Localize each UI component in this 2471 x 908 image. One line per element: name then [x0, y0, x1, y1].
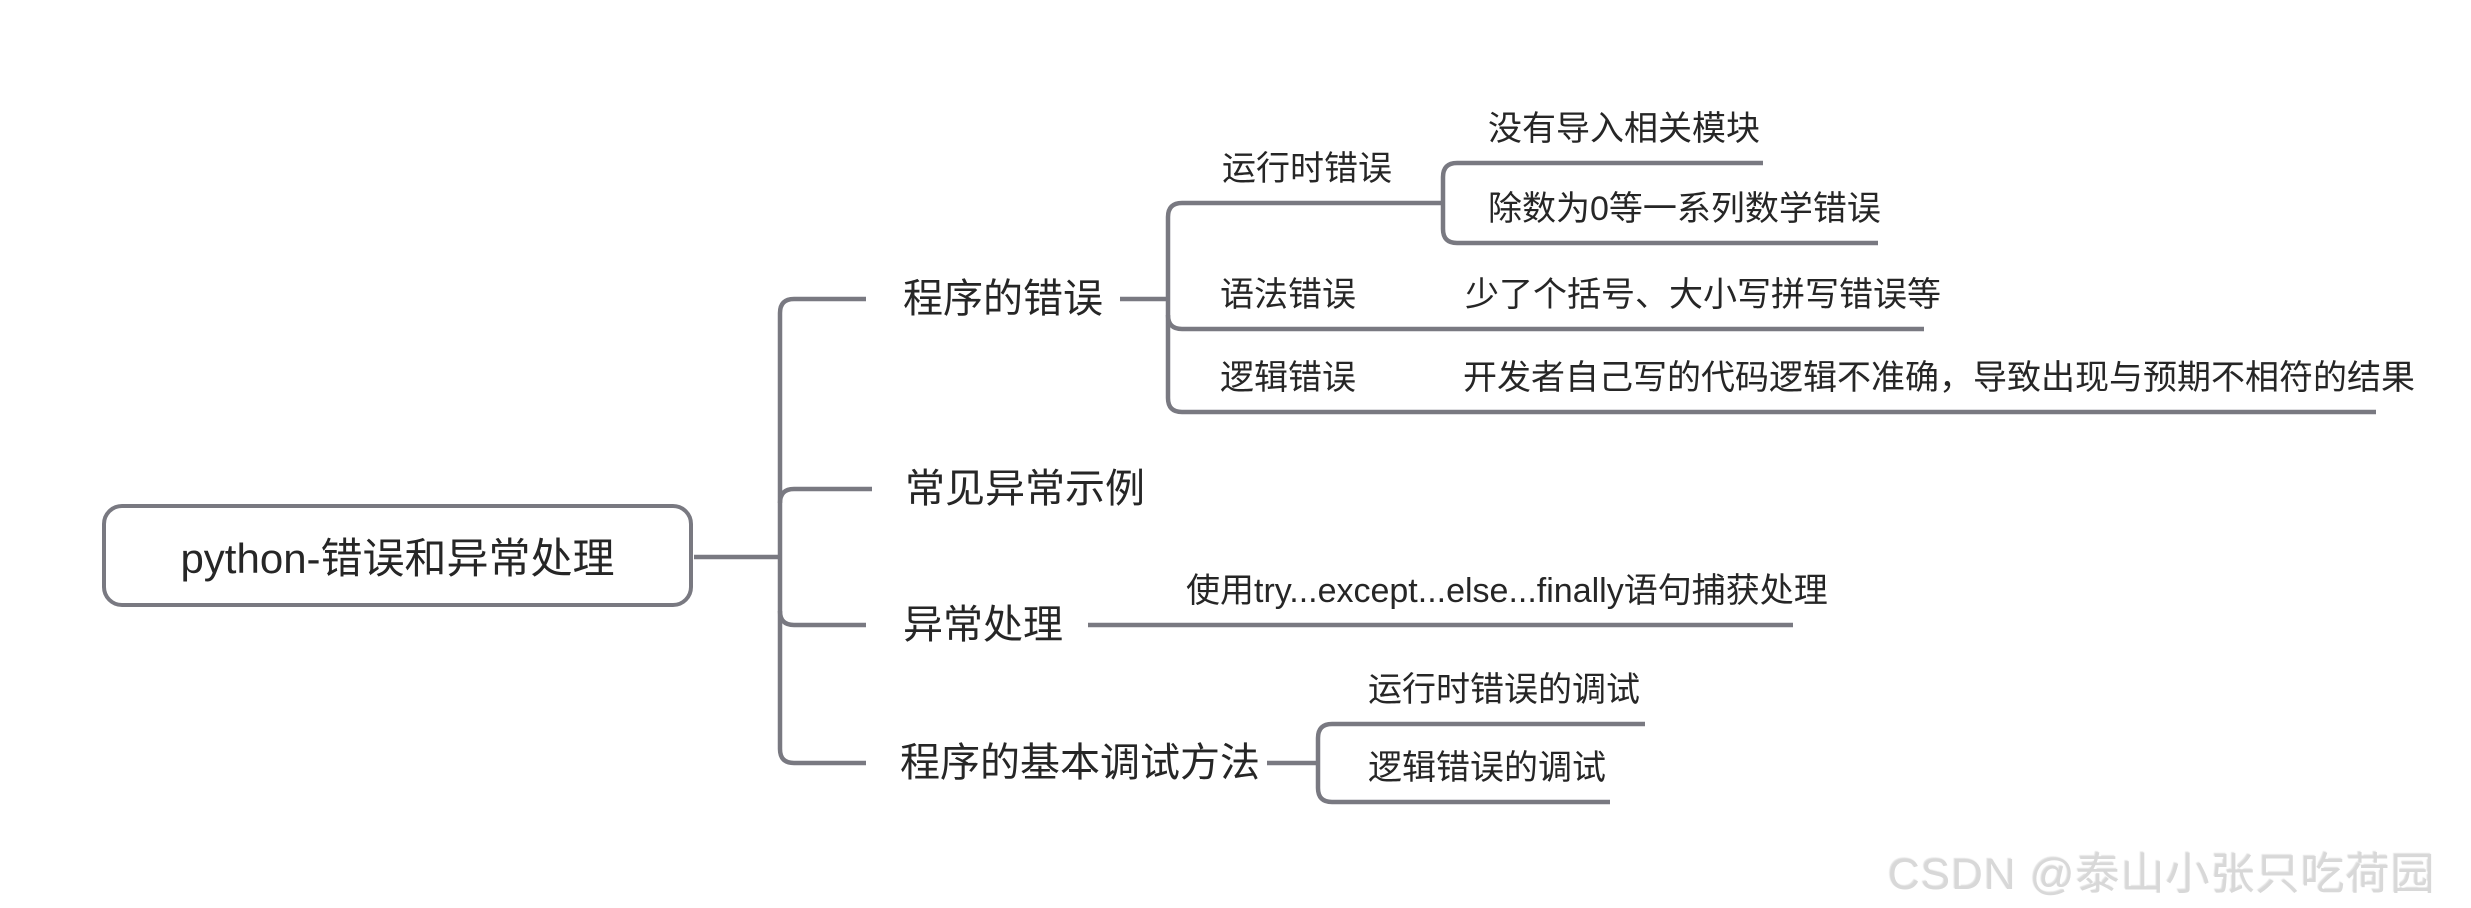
topic-divide-by-zero-math-errors: 除数为0等一系列数学错误	[1488, 190, 1881, 228]
topic-common-exceptions: 常见异常示例	[905, 467, 1145, 511]
note-syntax-error: 少了个括号、大小写拼写错误等	[1465, 276, 1941, 314]
topic-no-module-imported: 没有导入相关模块	[1488, 110, 1760, 148]
note-logic-error: 开发者自己写的代码逻辑不准确，导致出现与预期不相符的结果	[1463, 359, 2415, 397]
branch-exception-handling-stub-line	[777, 610, 866, 628]
topic-logic-error: 逻辑错误	[1220, 359, 1356, 397]
main-trunk-line	[777, 296, 866, 766]
csdn-watermark: CSDN @泰山小张只吃荷园	[1888, 850, 2436, 899]
program-errors-subtrunk-and-logic-underline	[1165, 200, 2376, 415]
syntax-error-underline	[1165, 314, 1924, 332]
root-topic: python-错误和异常处理	[102, 504, 693, 607]
topic-debug-methods: 程序的基本调试方法	[900, 741, 1260, 785]
topic-runtime-error: 运行时错误	[1222, 150, 1392, 188]
root-topic-label: python-错误和异常处理	[180, 535, 615, 582]
topic-runtime-error-debugging: 运行时错误的调试	[1368, 671, 1640, 709]
debug-children-bracket-and-underlines	[1315, 721, 1645, 805]
topic-syntax-error: 语法错误	[1220, 276, 1356, 314]
topic-try-except-finally: 使用try...except...else...finally语句捕获处理	[1186, 572, 1828, 610]
topic-exception-handling: 异常处理	[903, 603, 1063, 647]
branch-common-exceptions-stub-line	[777, 486, 872, 504]
topic-logic-error-debugging: 逻辑错误的调试	[1368, 749, 1606, 787]
runtime-children-bracket-and-underlines	[1440, 160, 1878, 246]
topic-program-errors: 程序的错误	[903, 277, 1103, 321]
